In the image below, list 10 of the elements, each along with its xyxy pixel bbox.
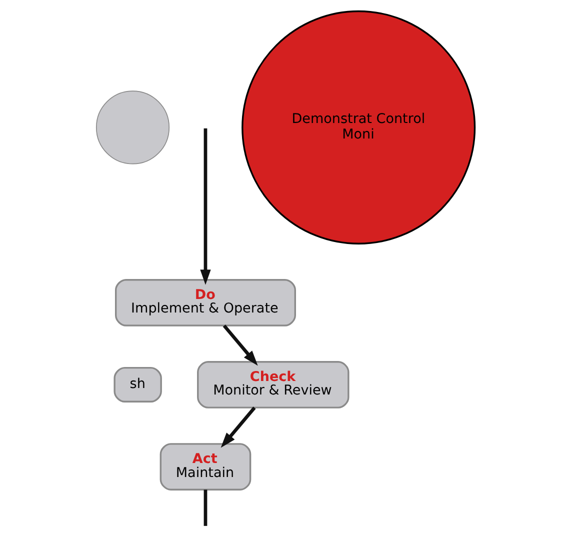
node-box: Do Implement & Operate — [114, 279, 296, 326]
node-box: sh — [113, 366, 162, 402]
node-circle: Demonstrat Control Moni — [241, 10, 476, 244]
arrow — [222, 324, 258, 366]
node-circle — [95, 90, 170, 164]
arrow — [200, 128, 210, 285]
arrow — [220, 406, 256, 448]
connector — [203, 490, 207, 526]
node-box: Act Maintain — [159, 443, 251, 490]
node-box: Check Monitor & Review — [196, 361, 349, 408]
